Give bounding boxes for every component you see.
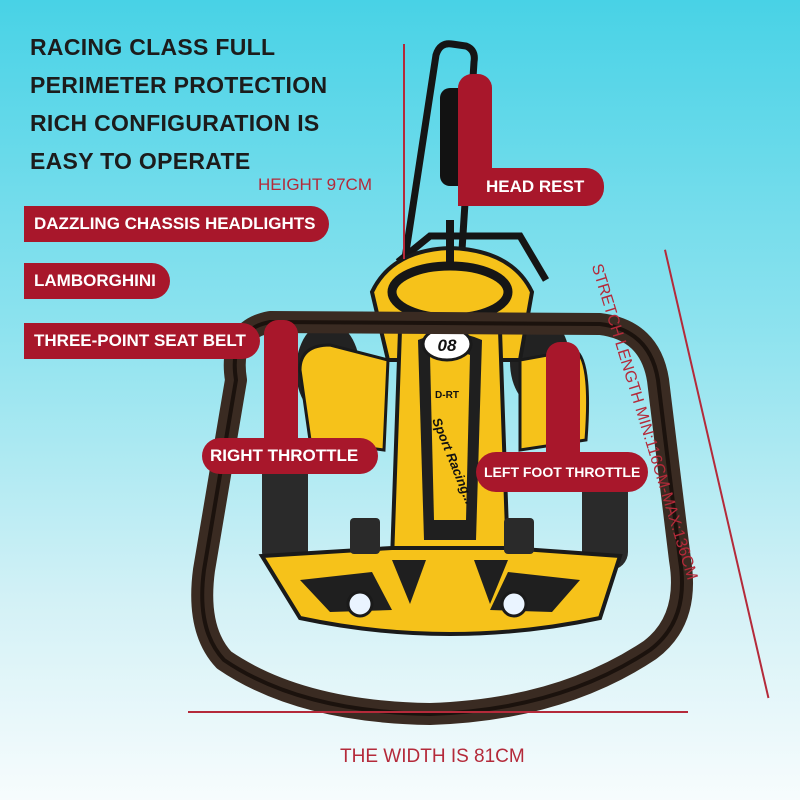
height-dimension-label: HEIGHT 97CM bbox=[258, 175, 372, 194]
side-pod-left bbox=[298, 343, 390, 452]
label-brand: LAMBORGHINI bbox=[24, 263, 170, 299]
label-seat-belt: THREE-POINT SEAT BELT bbox=[24, 323, 260, 359]
width-dimension-label: THE WIDTH IS 81CM bbox=[340, 746, 525, 767]
front-wheel-left bbox=[262, 452, 308, 570]
label-headlights: DAZZLING CHASSIS HEADLIGHTS bbox=[24, 206, 330, 242]
headlight-right bbox=[500, 590, 528, 618]
label-left-foot-throttle: LEFT FOOT THROTTLE bbox=[476, 452, 648, 492]
label-head-rest: HEAD REST bbox=[458, 168, 604, 206]
headline-line-1: RACING CLASS FULL bbox=[30, 34, 276, 60]
head-rest-pointer bbox=[458, 74, 492, 174]
pedal-left bbox=[350, 518, 380, 554]
roll-bar-brace bbox=[395, 232, 550, 282]
headline-line-4: EASY TO OPERATE bbox=[30, 148, 251, 174]
headline: RACING CLASS FULL PERIMETER PROTECTION R… bbox=[30, 28, 327, 180]
headlight-left bbox=[346, 590, 374, 618]
kart-badge: D-RT bbox=[435, 390, 459, 401]
right-throttle-pointer bbox=[264, 320, 298, 444]
roll-bar bbox=[400, 40, 478, 269]
headline-line-2: PERIMETER PROTECTION bbox=[30, 72, 328, 98]
left-foot-throttle-pointer bbox=[546, 342, 580, 456]
height-dimension-line bbox=[403, 44, 405, 259]
headline-line-3: RICH CONFIGURATION IS bbox=[30, 110, 320, 136]
width-dimension-line bbox=[188, 711, 688, 713]
label-right-throttle: RIGHT THROTTLE bbox=[202, 438, 378, 474]
kart-number: 08 bbox=[438, 336, 457, 355]
pedal-right bbox=[504, 518, 534, 554]
